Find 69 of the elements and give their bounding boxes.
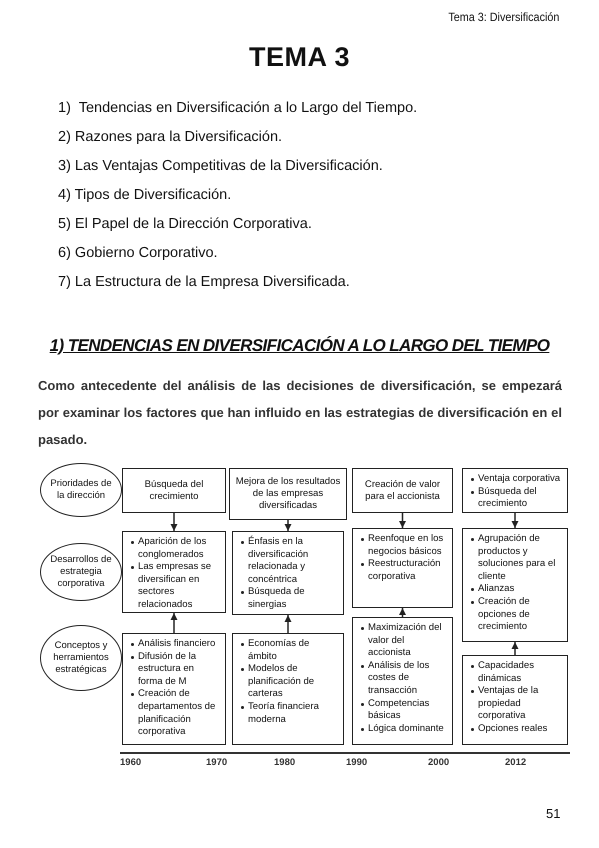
bullet-text: Teoría financiera moderna (248, 700, 319, 725)
year-label: 1960 (120, 757, 142, 768)
bullet-text: Análisis de los costes de transacción (368, 660, 430, 696)
period-box (352, 528, 453, 608)
period-box (122, 468, 226, 513)
period-box (462, 468, 568, 513)
bullet-text: Ventajas de la propiedad corporativa (478, 685, 538, 722)
arrow (399, 513, 406, 528)
bullet-text: Énfasis en la diversificación relacionada y concéntrica (248, 536, 308, 585)
arrow (284, 520, 292, 531)
bullet-text: Economías de ámbito (248, 638, 310, 662)
bullet-text: Las empresas se diversifican en sectores relacionados (138, 561, 212, 610)
bullet-text: Difusión de la estructura en forma de M (138, 650, 196, 687)
bullet-text: Competencias básicas (368, 698, 430, 722)
bullet-text: Modelos de planificación de carteras (248, 663, 314, 700)
bullet-text: Análisis financiero (138, 638, 216, 649)
period-box (232, 531, 344, 615)
topic-item: 1) Tendencias en Diversificación a lo Largo del Tiempo. (58, 100, 418, 116)
arrow (170, 513, 178, 531)
bullet-text: Lógica dominante (368, 722, 444, 734)
bullet-text: Maximización del valor del accionista (368, 622, 442, 658)
page-number: 51 (546, 806, 560, 821)
topic-item: 6) Gobierno Corporativo. (58, 245, 218, 261)
page-title: TEMA 3 (248, 42, 350, 73)
bullet-text: Capacidades dinámicas (478, 660, 534, 684)
section-heading: 1) TENDENCIAS EN DIVERSIFICACIÓN A LO LARGO DEL TIEMPO (50, 336, 550, 356)
box-title: Búsqueda del crecimiento (144, 478, 204, 502)
year-label: 2012 (505, 757, 526, 768)
arrow (399, 608, 406, 617)
period-box (232, 633, 344, 745)
bullet-text: Búsqueda de sinergias (248, 586, 305, 610)
year-label: 1970 (206, 757, 228, 768)
period-box (122, 633, 226, 745)
period-box (122, 531, 226, 613)
bullet-text: Ventaja corporativa (478, 473, 560, 484)
arrow (170, 613, 178, 633)
box-title: Creación de valor para el accionista (364, 478, 442, 502)
category-ellipse (40, 463, 122, 517)
year-label: 1980 (274, 757, 296, 768)
period-box (462, 655, 568, 745)
box-title: Mejora de los resultados de las empresas diversificadas (235, 476, 341, 512)
running-header: Tema 3: Diversificación (448, 10, 559, 24)
topic-item: 2) Razones para la Diversificación. (58, 129, 282, 145)
bullet-text: Reestructuración corporativa (368, 558, 441, 582)
bullet-text: Reenfoque en los negocios básicos (368, 533, 444, 557)
topic-item: 3) Las Ventajas Competitivas de la Diversificación. (58, 158, 383, 174)
topic-item: 4) Tipos de Diversificación. (58, 187, 232, 203)
bullet-text: Creación de departamentos de planificación corporativa (138, 688, 216, 738)
period-box (229, 468, 347, 520)
period-box (352, 468, 453, 513)
arrow (512, 642, 518, 655)
row-label: Conceptos y herramientos estratégicas (52, 640, 110, 676)
row-label: Desarrollos de estrategia corporativa (50, 554, 112, 590)
period-box (352, 617, 453, 745)
bullet-text: Alianzas (478, 583, 514, 594)
intro-paragraph: Como antecedente del análisis de las decisiones de diversificación, se empezará por examinar los factores que han influido en las estrategias de diversificación en el pasado. (38, 377, 562, 449)
topic-item: 5) El Papel de la Dirección Corporativa. (58, 216, 312, 232)
year-label: 1990 (346, 757, 368, 768)
row-label: Prioridades de la dirección (50, 478, 112, 502)
topic-item: 7) La Estructura de la Empresa Diversificada. (58, 274, 350, 290)
bullet-text: Creación de opciones de crecimiento (478, 596, 530, 632)
bullet-text: Búsqueda del crecimiento (478, 486, 537, 510)
bullet-text: Agrupación de productos y soluciones para el cliente (478, 533, 556, 582)
arrow (284, 615, 292, 633)
bullet-text: Aparición de los conglomerados (138, 536, 206, 560)
period-box (462, 528, 568, 642)
year-label: 2000 (428, 757, 450, 768)
arrow (512, 513, 518, 528)
bullet-text: Opciones reales (478, 722, 548, 734)
